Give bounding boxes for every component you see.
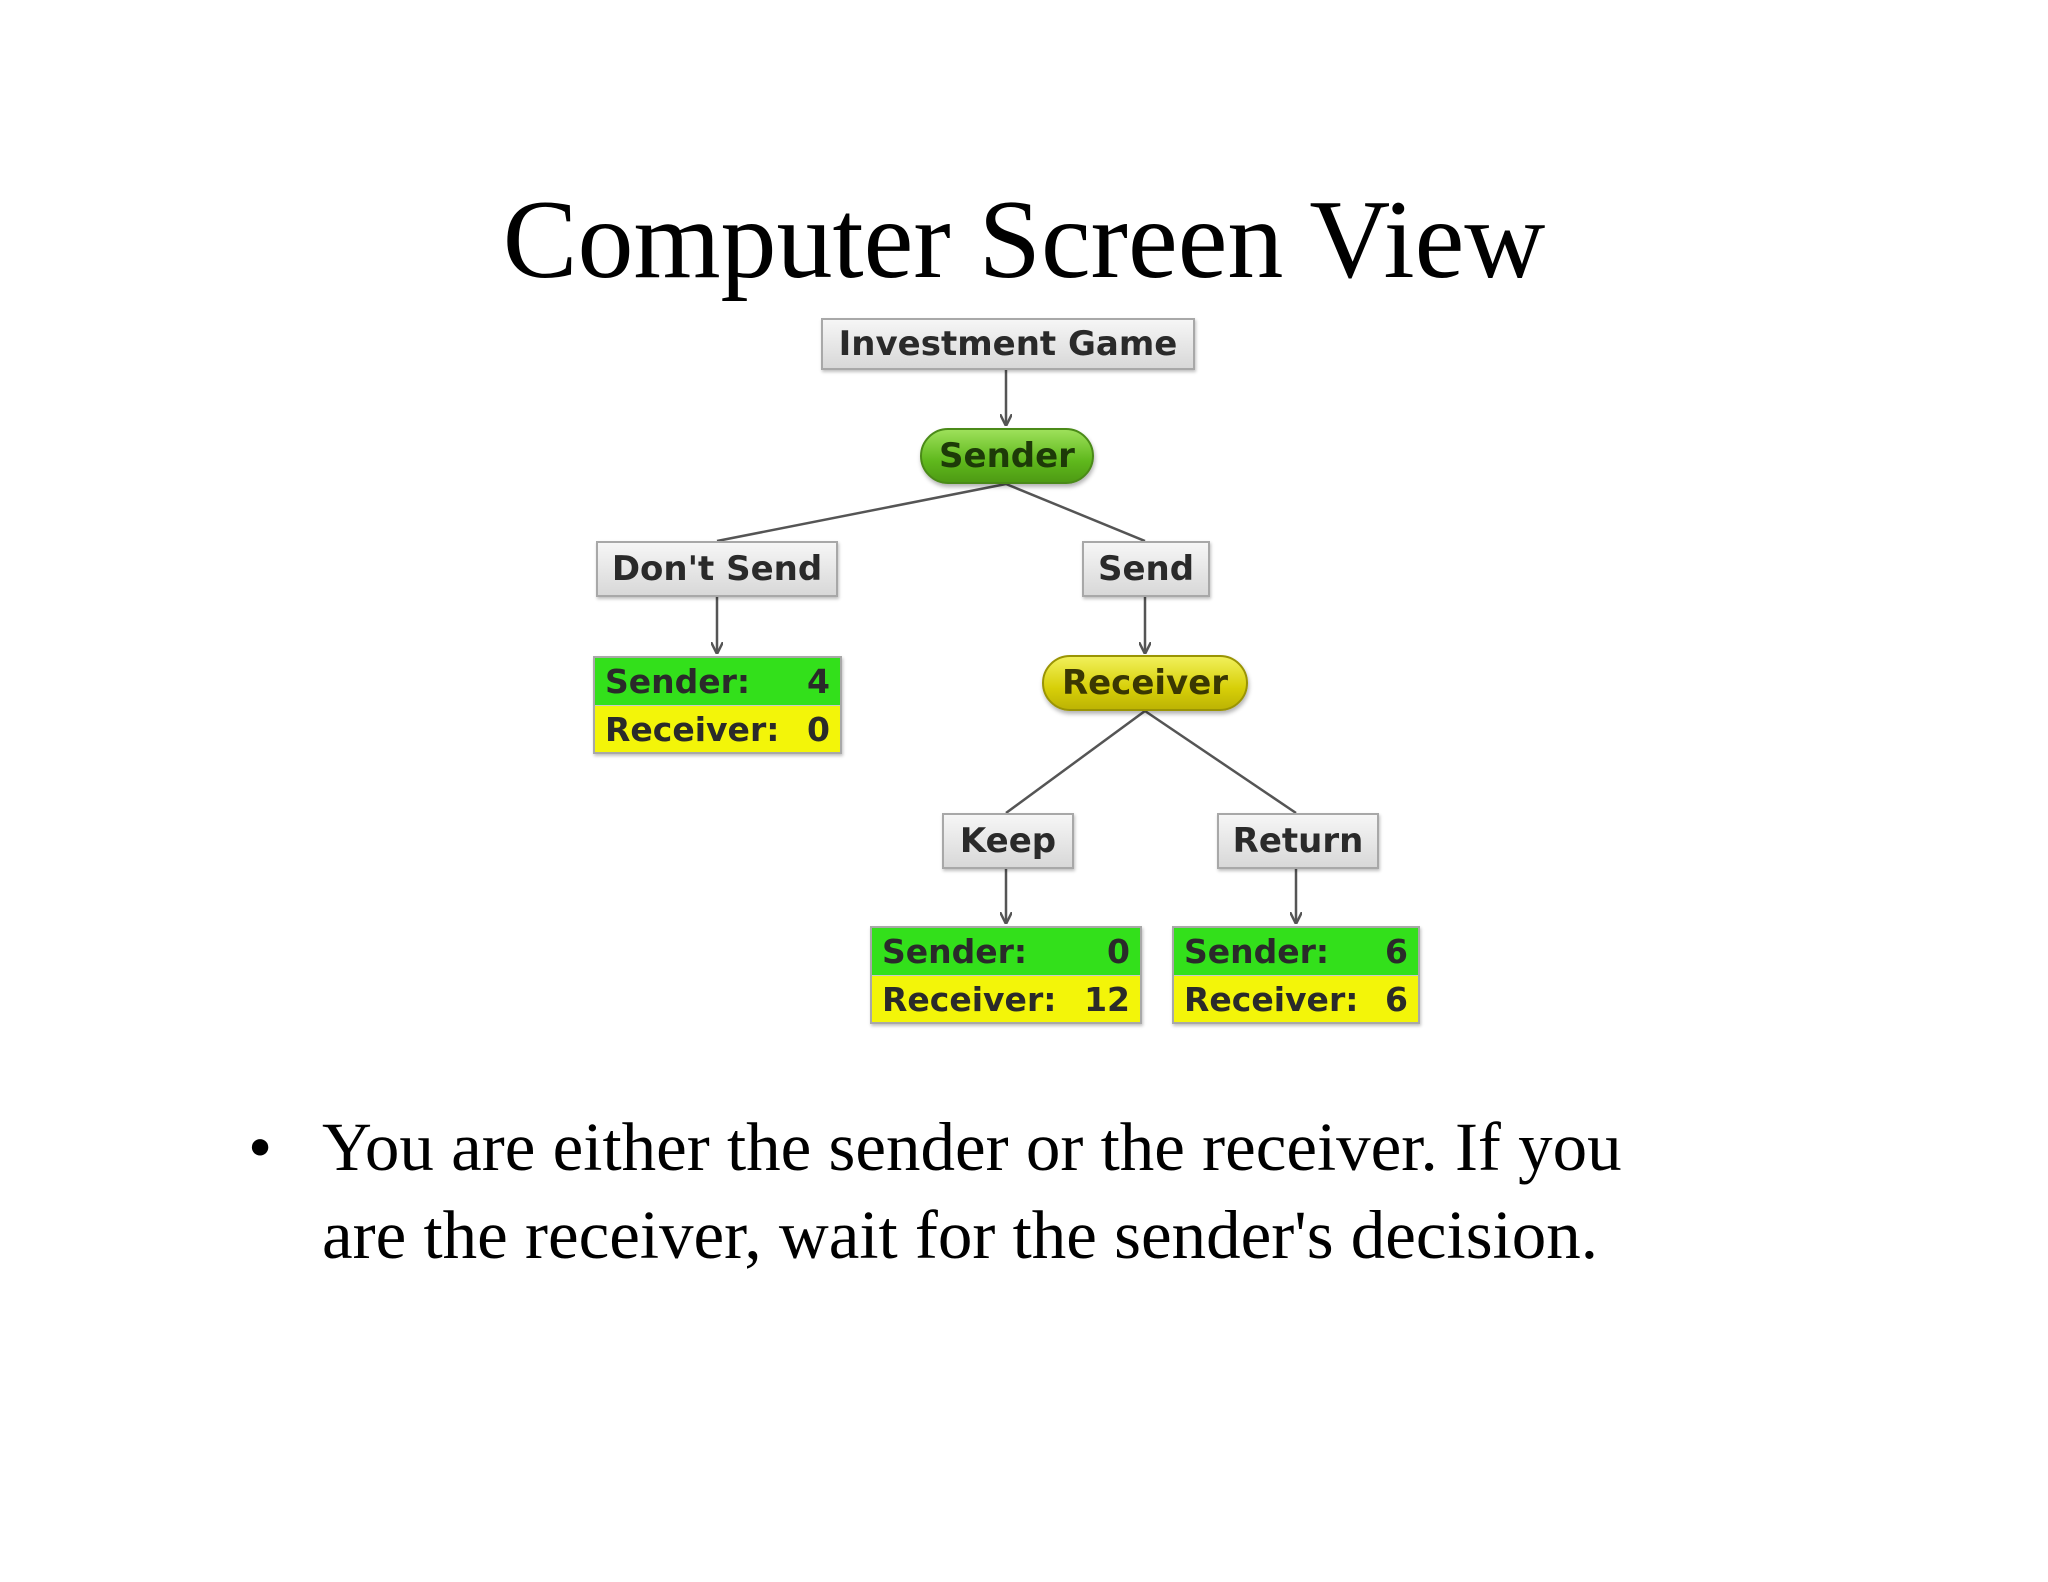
payoff-sender-row: Sender: 0 [872,928,1140,975]
receiver-node-text: Receiver [1061,663,1229,703]
payoff-return: Sender: 6 Receiver: 6 [1172,926,1420,1024]
keep-label: Keep [942,813,1074,869]
slide-title: Computer Screen View [502,178,1546,302]
payoff-sender-value: 0 [1107,932,1130,971]
keep-text: Keep [959,821,1057,861]
payoff-receiver-value: 0 [807,709,830,749]
bullet-marker: • [248,1109,273,1185]
sender-node: Sender [920,428,1094,484]
payoff-sender-value: 4 [807,662,830,701]
edge-receiver-return [1144,709,1297,815]
payoff-sender-label: Sender: [882,932,1028,971]
payoff-receiver-row: Receiver: 0 [595,705,840,752]
return-label: Return [1217,813,1379,869]
payoff-receiver-label: Receiver: [605,709,780,749]
payoff-sender-row: Sender: 4 [595,658,840,705]
receiver-node: Receiver [1042,655,1248,711]
payoff-receiver-row: Receiver: 6 [1174,975,1418,1022]
sender-node-text: Sender [939,436,1075,476]
payoff-receiver-row: Receiver: 12 [872,975,1140,1022]
send-label: Send [1082,541,1210,597]
payoff-receiver-value: 12 [1084,979,1130,1019]
payoff-sender-label: Sender: [605,662,751,701]
payoff-sender-row: Sender: 6 [1174,928,1418,975]
edge-receiver-keep [1005,709,1146,815]
return-text: Return [1232,821,1364,861]
investment-game-text: Investment Game [838,324,1178,364]
bullet-text: You are either the sender or the receive… [322,1109,1622,1273]
send-text: Send [1097,549,1195,589]
payoff-sender-label: Sender: [1184,932,1330,971]
payoff-keep: Sender: 0 Receiver: 12 [870,926,1142,1024]
payoff-dont-send: Sender: 4 Receiver: 0 [593,656,842,754]
investment-game-label: Investment Game [821,318,1195,370]
payoff-receiver-label: Receiver: [1184,979,1359,1019]
dont-send-label: Don't Send [596,541,838,597]
payoff-sender-value: 6 [1385,932,1408,971]
edge-sender-send [1005,482,1146,543]
payoff-receiver-value: 6 [1385,979,1408,1019]
edge-sender-dont-send [716,482,1007,543]
dont-send-text: Don't Send [611,549,823,589]
payoff-receiver-label: Receiver: [882,979,1057,1019]
